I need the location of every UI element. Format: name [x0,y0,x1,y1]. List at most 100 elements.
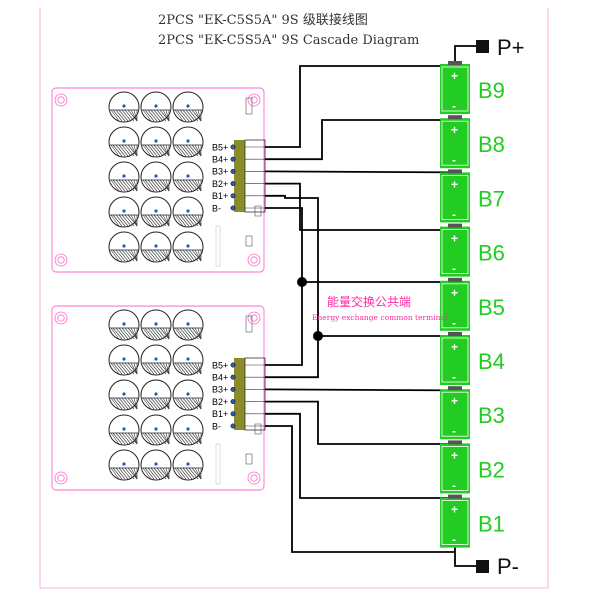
capacitor [140,449,172,481]
battery-plus-sign: + [451,394,458,408]
battery-label-b3: B3 [478,403,505,428]
wire-p-plus [454,45,476,64]
p-minus-label: P- [497,554,519,579]
wire-top-b3p [264,170,456,174]
common-terminal-label-cn: 能量交换公共端 [327,294,411,309]
capacitor [108,231,140,263]
battery-cap [448,223,462,228]
mount-hole [247,311,261,325]
capacitor [172,379,204,411]
pin-label-B4p: B4+ [212,373,228,383]
battery-label-b1: B1 [478,512,505,537]
capacitor [108,126,140,158]
battery-minus-sign: - [452,207,456,221]
capacitor [172,196,204,228]
mount-hole-inner [57,314,65,322]
battery-cap [448,115,462,120]
silk-part [254,205,262,217]
capacitor [108,379,140,411]
capacitor [108,414,140,446]
battery-plus-sign: + [451,123,458,137]
capacitor [172,449,204,481]
battery-minus-sign: - [452,316,456,330]
battery-cap [448,169,462,174]
capacitor [140,196,172,228]
battery-minus-sign: - [452,370,456,384]
title-line-2: 2PCS "EK-C5S5A" 9S Cascade Diagram [158,33,419,48]
pin-label-B5p: B5+ [212,142,228,152]
battery-b2: +-B2 [440,440,505,494]
pin-dot [230,205,236,211]
battery-plus-sign: + [451,286,458,300]
pin-label-B1p: B1+ [212,409,228,419]
mount-hole [54,311,68,325]
battery-minus-sign: - [452,533,456,547]
pin-label-Bn: B- [212,421,221,431]
capacitor [140,414,172,446]
capacitor [172,126,204,158]
wire-bot-b3p [264,388,456,392]
pin-label-B3p: B3+ [212,385,228,395]
battery-cap [448,386,462,391]
battery-body [440,335,470,385]
pin-dot [230,193,236,199]
battery-minus-sign: - [452,153,456,167]
battery-cap [448,440,462,445]
pin-dot [230,181,236,187]
battery-body [440,64,470,114]
p-plus-terminal: P+ [476,35,525,60]
wire-bot-bn [265,425,455,553]
battery-label-b6: B6 [478,241,505,266]
pin-dot [230,399,236,405]
battery-b5: + - B5 [440,277,505,331]
silk-part [245,235,253,247]
battery-b3: + - B3 [440,386,505,440]
battery-cap [448,277,462,282]
boards: B5+B4+B3+B2+B1+B-B5+B4+B3+B2+B1+B- [51,87,266,491]
capacitor [140,91,172,123]
pin-dot [230,156,236,162]
capacitor [172,414,204,446]
wire-bot-b2p [265,400,455,445]
battery-plus-sign: + [451,340,458,354]
battery-body [440,497,470,548]
battery-body [440,172,470,223]
battery-minus-sign: - [452,262,456,276]
capacitor [108,161,140,193]
pin-dot [230,144,236,150]
battery-label-b5: B5 [478,295,505,320]
silk-text-block [215,225,221,267]
battery-stack: +-B9+-B8+-B7+-B6+-B5+-B4+-B3+-B2+-B1 [440,61,505,548]
silk-part [245,97,253,115]
battery-body [440,226,470,277]
wire-top-b5p [265,64,456,148]
capacitor [140,344,172,376]
mount-hole-inner [250,96,258,104]
pin-label-B2p: B2+ [212,397,228,407]
battery-label-b4: B4 [478,349,505,374]
capacitor [172,91,204,123]
battery-b4: + - B4 [440,332,505,385]
common-terminal-label-en: Energy exchange common terminal [312,313,448,322]
pin-label-B5p: B5+ [212,360,228,370]
capacitor [172,344,204,376]
battery-b1: +-B1 [440,494,505,548]
board-2: B5+ B4+ B3+ B2+ B1+ B- [51,305,266,491]
capacitor [172,231,204,263]
battery-plus-sign: + [451,232,458,246]
mount-hole-inner [250,256,258,264]
battery-b8: +-B8 [440,115,505,169]
capacitor [108,91,140,123]
connector-block: B5+ B4+ B3+ B2+ B1+ B- [212,357,266,431]
capacitor [140,309,172,341]
pin-dot [230,423,236,429]
junction-dot-lower [313,331,323,341]
battery-minus-sign: - [452,424,456,438]
pin-label-B2p: B2+ [212,179,228,189]
pin-dot [230,362,236,368]
mount-hole-inner [57,256,65,264]
board-1: B5+B4+B3+B2+B1+B- [51,87,266,273]
wire-top-bn [265,207,455,283]
battery-label-b9: B9 [478,78,505,103]
pin-dot [230,386,236,392]
